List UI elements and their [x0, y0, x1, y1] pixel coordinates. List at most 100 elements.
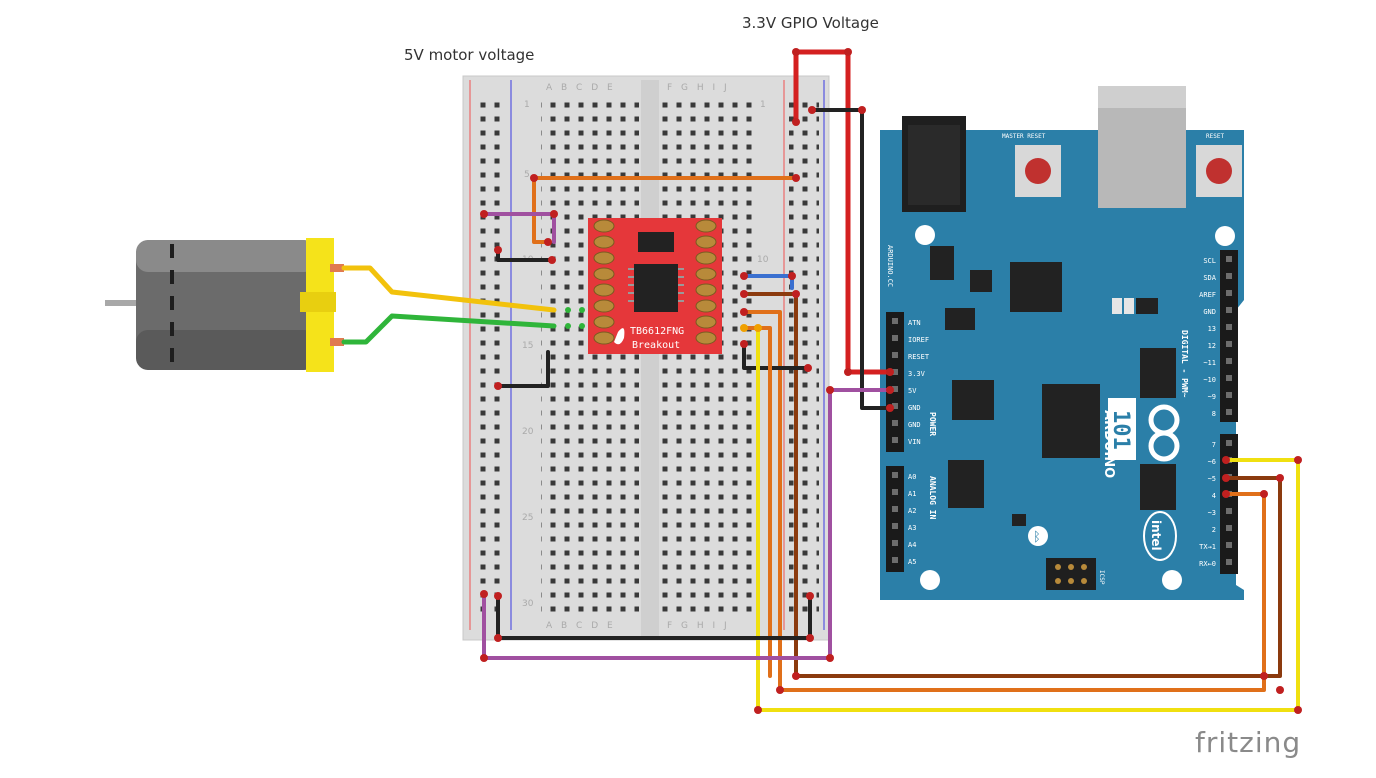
pin-label: 5V: [908, 387, 917, 395]
column-letters-right-top: F G H I J: [667, 83, 730, 93]
analog-pin-labels: A0 A1 A2 A3 A4 A5: [908, 473, 916, 566]
chip: [1012, 514, 1026, 526]
dc-motor: [105, 238, 344, 372]
reset-button[interactable]: [1196, 145, 1242, 197]
wire-orange-pin4: [742, 310, 1266, 692]
power-header-label: POWER: [928, 412, 937, 436]
pin-label: TX→1: [1199, 543, 1216, 551]
row-number: 30: [522, 599, 534, 609]
motor-wire-green: [341, 313, 557, 345]
main-processor-chip: [1042, 384, 1100, 458]
pin-label: RX←0: [1199, 560, 1216, 568]
left-terminal-holes: [541, 95, 639, 615]
infinity-logo-icon: [1148, 404, 1180, 462]
chip: [930, 246, 954, 280]
chip: [1140, 464, 1176, 510]
pin-label: 7: [1212, 441, 1216, 449]
wire-endpoints: [480, 48, 1302, 714]
pin-label: A1: [908, 490, 916, 498]
master-reset-label: MASTER RESET: [1002, 133, 1046, 140]
arduino-site-text: ARDUINO.CC: [886, 245, 894, 287]
icsp-header: [1046, 558, 1096, 590]
chip: [948, 460, 984, 508]
pin-label: A5: [908, 558, 916, 566]
pin-label: A3: [908, 524, 916, 532]
mounting-hole: [1215, 226, 1235, 246]
pin-label: RESET: [908, 353, 930, 361]
pin-label: GND: [908, 421, 921, 429]
motor-shaft: [105, 300, 140, 306]
driver-pins: [593, 219, 717, 345]
motor-voltage-label: 5V motor voltage: [404, 46, 535, 64]
breadboard: A B C D E F G H I J A B C D E F G H I J …: [462, 75, 830, 641]
chip: [952, 380, 994, 420]
row-number: 20: [522, 427, 534, 437]
pin-label: 12: [1208, 342, 1216, 350]
row-number: 1: [524, 100, 530, 110]
tb6612-chip: [634, 264, 678, 312]
pin-label: IOREF: [908, 336, 929, 344]
digital-header-top: [1220, 250, 1238, 422]
column-letters-left-top: A B C D E: [546, 83, 616, 93]
driver-name: TB6612FNG: [630, 326, 684, 337]
motor-terminal-1: [330, 264, 344, 272]
row-number: 25: [522, 513, 533, 523]
arduino-101-board: MASTER RESET RESET ᛒ ICSP ARDUINO: [880, 86, 1244, 600]
pin-label: ~9: [1208, 393, 1216, 401]
pin-label: 13: [1208, 325, 1216, 333]
power-header: [886, 312, 904, 452]
wire-gnd-black-top: [810, 108, 892, 410]
pin-label: 8: [1212, 410, 1216, 418]
power-pin-labels: ATN IOREF RESET 3.3V 5V GND GND VIN: [908, 319, 930, 446]
connection-dots: [565, 307, 585, 329]
center-channel: [641, 80, 659, 636]
svg-text:ᛒ: ᛒ: [1033, 530, 1041, 545]
digital-header-label: DIGITAL - PWM~: [1180, 330, 1189, 398]
analog-header-label: ANALOG IN: [928, 476, 937, 520]
driver-subtitle: Breakout: [632, 340, 680, 351]
column-letters-right-bottom: F G H I J: [667, 621, 730, 631]
fritzing-logo: fritzing: [1195, 726, 1302, 759]
wire-black-right: [742, 342, 810, 370]
pin-label: A0: [908, 473, 916, 481]
left-rail-holes: [476, 95, 506, 615]
pin-label: ~3: [1208, 509, 1216, 517]
row-number: 15: [522, 341, 533, 351]
pin-label: 4: [1212, 492, 1216, 500]
pin-label: SCL: [1203, 257, 1216, 265]
pin-label: ~5: [1208, 475, 1216, 483]
bluetooth-icon: [1028, 526, 1048, 546]
digital-pin-labels-bottom: 7 ~6 ~5 4 ~3 2 TX→1 RX←0: [1199, 441, 1216, 568]
gpio-voltage-label: 3.3V GPIO Voltage: [742, 14, 879, 32]
chip: [945, 308, 975, 330]
pin-label: A2: [908, 507, 916, 515]
pin-label: GND: [1203, 308, 1216, 316]
icsp-label: ICSP: [1098, 570, 1105, 585]
motor-wire-yellow: [341, 265, 557, 313]
column-letters-left-bottom: A B C D E: [546, 621, 616, 631]
wire-orange-top: [532, 176, 798, 244]
row-number: 1: [760, 100, 766, 110]
tb6612fng-driver-board: TB6612FNG Breakout: [588, 218, 722, 354]
model-plate: [1108, 398, 1136, 460]
master-reset-button[interactable]: [1015, 145, 1061, 197]
intel-text: intel: [1149, 520, 1163, 551]
digital-pin-labels-top: SCL SDA AREF GND 13 12 ~11 ~10 ~9 8: [1199, 257, 1217, 418]
pin-label: GND: [908, 404, 921, 412]
wire-black-short-2: [496, 350, 550, 388]
pin-label: A4: [908, 541, 916, 549]
chip: [970, 270, 992, 292]
wire-brown-pin5: [742, 292, 1282, 678]
mounting-hole: [1162, 570, 1182, 590]
motor-terminal-2: [330, 338, 344, 346]
pin-label: VIN: [908, 438, 921, 446]
row-number: 10: [757, 255, 769, 265]
right-rail-holes: [789, 95, 819, 615]
wire-orange-right: [742, 326, 772, 678]
model-number: 101: [1108, 410, 1133, 450]
chip: [1140, 348, 1176, 398]
driver-capacitor: [638, 232, 674, 252]
pin-label: 2: [1212, 526, 1216, 534]
wire-gnd-black-bottom: [496, 594, 812, 640]
